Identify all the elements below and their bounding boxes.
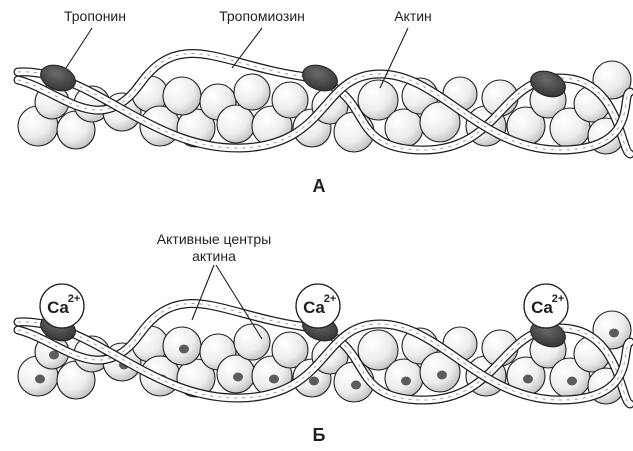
active-site <box>523 375 533 384</box>
calcium-symbol: Ca <box>531 298 553 317</box>
leader-troponin <box>66 28 92 68</box>
calcium-ion: Ca2+ <box>524 284 568 328</box>
active-site <box>351 381 361 390</box>
actin-monomer <box>234 324 270 360</box>
label-troponin: Тропонин <box>64 8 126 24</box>
panel-label-b: Б <box>313 425 326 445</box>
label-active-centers-line2: актина <box>192 248 236 264</box>
calcium-ions: Ca2+Ca2+Ca2+ <box>40 284 568 328</box>
active-site <box>567 377 577 386</box>
leader-active-site-2 <box>216 265 262 339</box>
label-actin: Актин <box>394 8 432 24</box>
calcium-charge: 2+ <box>552 293 565 305</box>
active-site <box>269 375 279 384</box>
calcium-charge: 2+ <box>68 293 81 305</box>
calcium-ion: Ca2+ <box>296 284 340 328</box>
calcium-symbol: Ca <box>47 298 69 317</box>
calcium-ion: Ca2+ <box>40 284 84 328</box>
active-site <box>233 373 243 382</box>
actin-monomer <box>217 105 255 143</box>
actin-monomer <box>234 74 270 110</box>
actin-monomer <box>163 77 201 115</box>
leader-active-site-1 <box>192 265 214 320</box>
active-site <box>609 329 619 338</box>
panel-a-filament <box>18 54 631 154</box>
active-site <box>401 377 411 386</box>
label-tropomyosin: Тропомиозин <box>219 8 305 24</box>
panel-label-a: А <box>313 176 326 196</box>
calcium-symbol: Ca <box>303 298 325 317</box>
panel-b-filament: Ca2+Ca2+Ca2+ <box>18 284 631 404</box>
label-active-centers-line1: Активные центры <box>157 231 271 247</box>
active-site <box>35 375 45 384</box>
active-site <box>309 377 319 386</box>
active-site <box>179 345 189 354</box>
active-site <box>437 371 447 380</box>
calcium-charge: 2+ <box>324 293 337 305</box>
